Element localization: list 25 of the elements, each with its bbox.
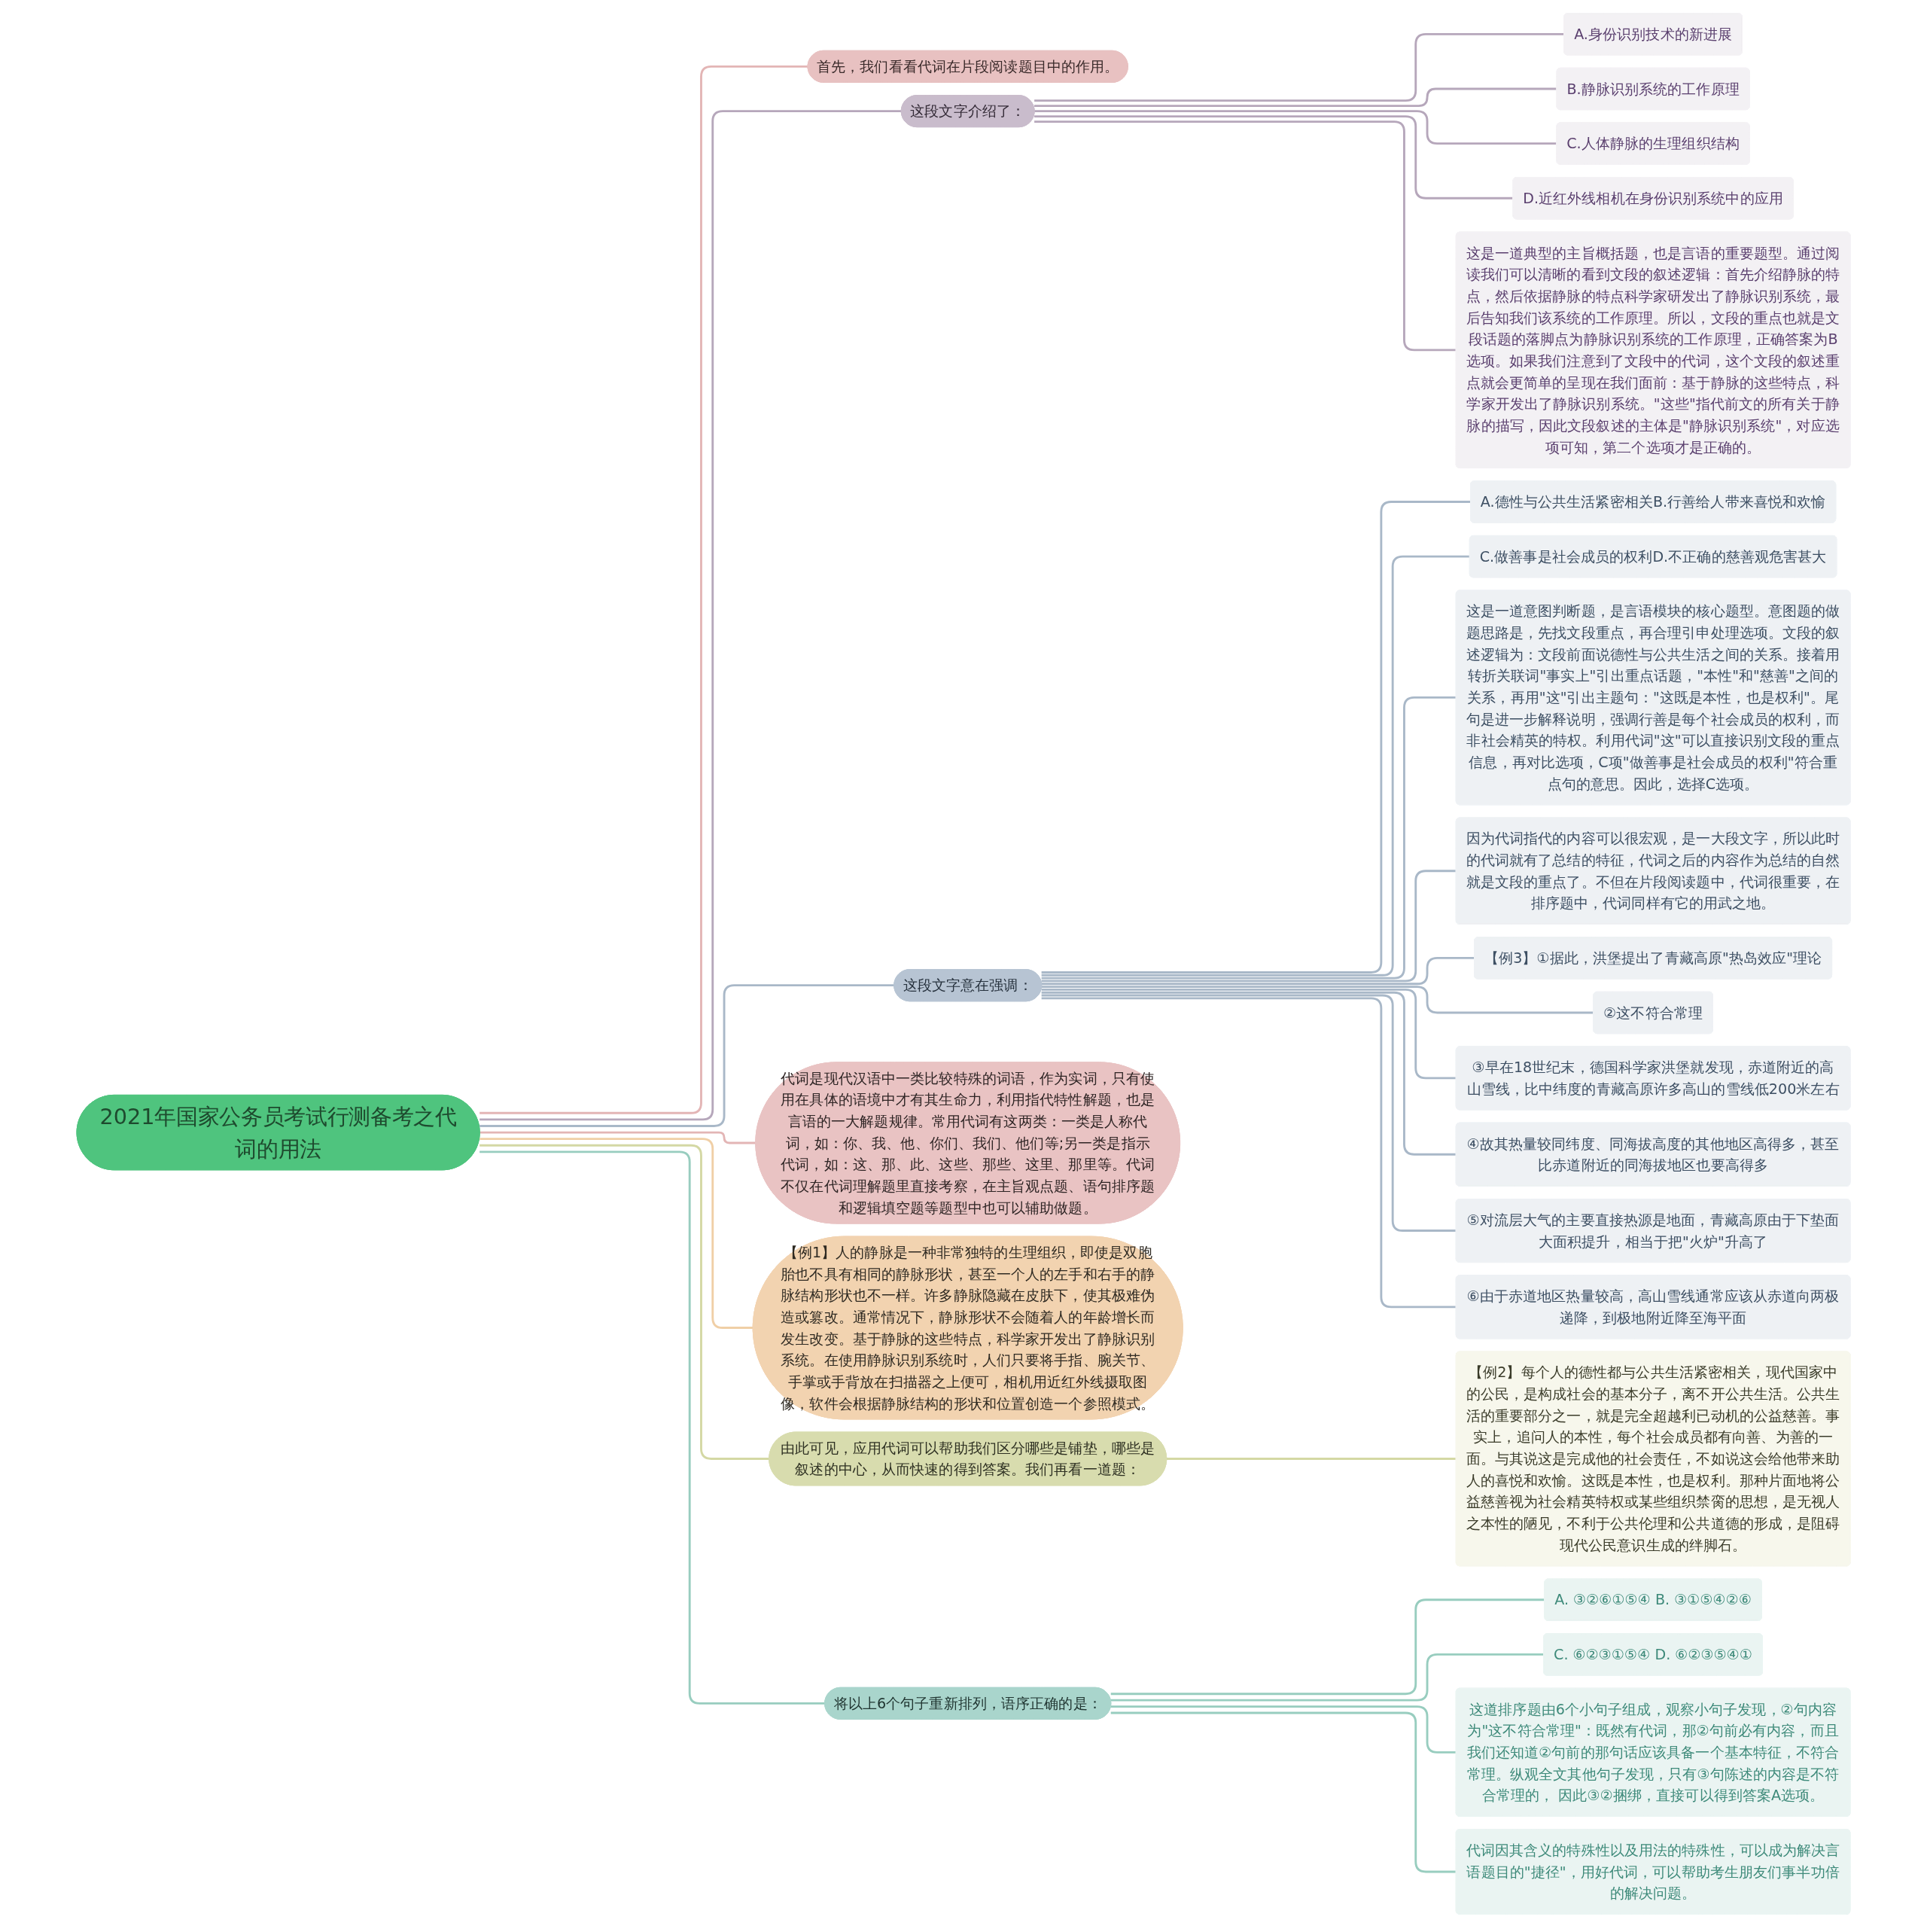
- connector: [1041, 986, 1594, 1014]
- connector: [1041, 988, 1457, 1080]
- connector: [479, 65, 808, 1114]
- connector: [1034, 115, 1513, 200]
- connector: [1034, 32, 1564, 102]
- connector: [1041, 991, 1457, 1156]
- connector: [1034, 120, 1457, 352]
- connector: [1041, 997, 1457, 1309]
- connector: [479, 110, 902, 1121]
- connector: [1041, 994, 1457, 1232]
- connector: [479, 1138, 753, 1329]
- connector: [479, 1131, 756, 1144]
- connector: [479, 984, 894, 1127]
- connector: [1034, 87, 1557, 108]
- connector: [1110, 1653, 1544, 1702]
- connector: [1110, 1711, 1457, 1873]
- connector: [1110, 1705, 1457, 1754]
- connector: [479, 1144, 769, 1460]
- connector: [1166, 1458, 1457, 1460]
- connector: [1041, 956, 1475, 986]
- connector: [1041, 696, 1457, 980]
- connector: [479, 1150, 825, 1705]
- connector: [1110, 1598, 1545, 1696]
- connector: [1041, 870, 1457, 983]
- connector: [1034, 110, 1557, 145]
